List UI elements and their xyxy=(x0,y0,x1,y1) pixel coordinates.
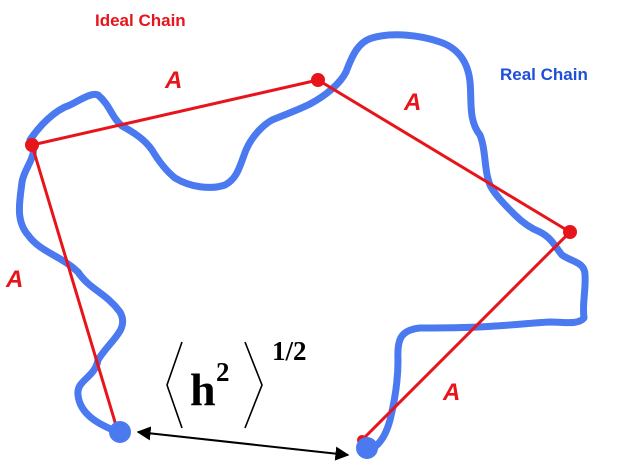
real-chain-label: Real Chain xyxy=(500,65,588,84)
ideal-chain-joint xyxy=(25,138,39,152)
left-angle-bracket xyxy=(167,342,182,428)
rms-end-to-end-formula: h 2 1/2 xyxy=(167,336,307,428)
formula-power: 2 xyxy=(216,357,230,387)
segment-length-label: A xyxy=(403,89,421,116)
formula-base: h xyxy=(190,364,216,415)
end-to-end-arrow xyxy=(138,432,348,455)
segment-length-label: A xyxy=(442,379,460,406)
segment-length-label: A xyxy=(164,67,182,94)
chain-start-endpoint xyxy=(109,421,131,443)
ideal-chain-joint xyxy=(563,225,577,239)
ideal-chain-label: Ideal Chain xyxy=(95,11,186,30)
formula-exponent: 1/2 xyxy=(272,336,307,366)
ideal-chain-joint xyxy=(311,73,325,87)
chain-end-endpoint xyxy=(356,437,378,459)
ideal-chain-path xyxy=(32,80,570,440)
segment-length-label: A xyxy=(5,266,23,293)
right-angle-bracket xyxy=(245,342,262,428)
